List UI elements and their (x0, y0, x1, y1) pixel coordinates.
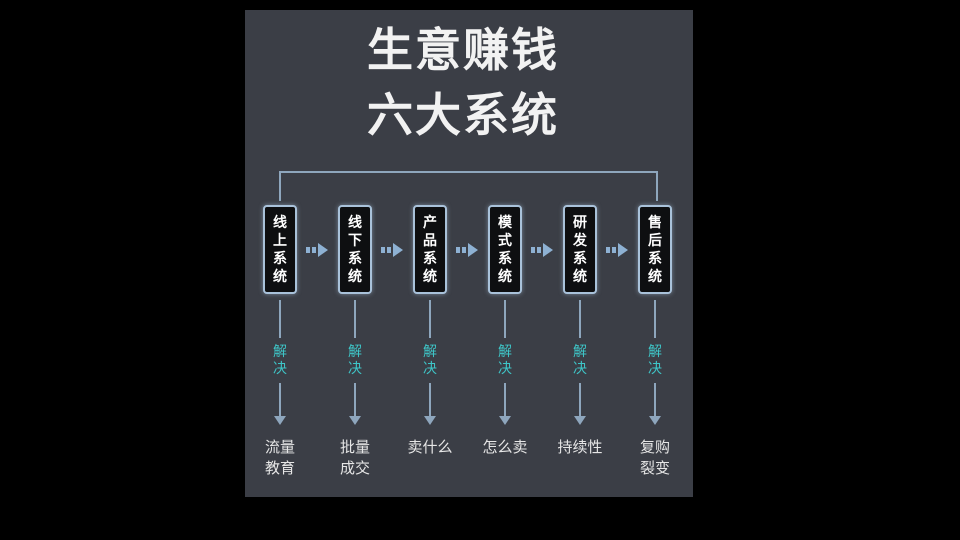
result-line: 怎么卖 (482, 438, 528, 456)
result-line: 成交 (339, 459, 370, 477)
connector-line-bottom (429, 383, 431, 418)
result-text: 批量 成交 (325, 437, 385, 479)
system-box: 线下系统 (338, 205, 372, 294)
right-arrow-icon (381, 243, 403, 257)
system-column-rnd: 研发系统 解决 持续性 (550, 10, 610, 497)
right-arrow-icon (456, 243, 478, 257)
system-box: 模式系统 (488, 205, 522, 294)
result-text: 持续性 (550, 437, 610, 458)
down-arrow-icon (574, 416, 586, 425)
result-text: 复购 裂变 (625, 437, 685, 479)
system-box: 售后系统 (638, 205, 672, 294)
down-arrow-icon (349, 416, 361, 425)
connector-line-top (279, 300, 281, 338)
connector-line-bottom (354, 383, 356, 418)
connector-label: 解决 (573, 344, 587, 377)
infographic-panel: 生意赚钱 六大系统 线上系统 解决 流量 教育 线下系统 解决 批量 成交 (245, 10, 693, 497)
system-box: 线上系统 (263, 205, 297, 294)
bracket-top-line (279, 171, 658, 173)
system-label: 研发系统 (573, 214, 587, 285)
connector-line-bottom (654, 383, 656, 418)
connector-label: 解决 (423, 344, 437, 377)
result-text: 流量 教育 (250, 437, 310, 479)
connector-line-bottom (504, 383, 506, 418)
system-label: 线下系统 (348, 214, 362, 285)
down-arrow-icon (274, 416, 286, 425)
system-column-offline: 线下系统 解决 批量 成交 (325, 10, 385, 497)
system-column-product: 产品系统 解决 卖什么 (400, 10, 460, 497)
system-column-after-sales: 售后系统 解决 复购 裂变 (625, 10, 685, 497)
system-box: 研发系统 (563, 205, 597, 294)
connector-label: 解决 (648, 344, 662, 377)
system-label: 线上系统 (273, 214, 287, 285)
result-text: 怎么卖 (475, 437, 535, 458)
right-arrow-icon (306, 243, 328, 257)
down-arrow-icon (499, 416, 511, 425)
bracket-left-leg (279, 171, 281, 201)
result-text: 卖什么 (400, 437, 460, 458)
bracket-right-leg (656, 171, 658, 201)
system-column-online: 线上系统 解决 流量 教育 (250, 10, 310, 497)
system-label: 产品系统 (423, 214, 437, 285)
connector-label: 解决 (273, 344, 287, 377)
system-column-model: 模式系统 解决 怎么卖 (475, 10, 535, 497)
system-label: 模式系统 (498, 214, 512, 285)
right-arrow-icon (531, 243, 553, 257)
connector-label: 解决 (348, 344, 362, 377)
connector-line-top (504, 300, 506, 338)
down-arrow-icon (424, 416, 436, 425)
result-line: 裂变 (639, 459, 670, 477)
title-line-1: 生意赚钱 (367, 23, 559, 77)
result-line: 流量 (264, 438, 295, 456)
connector-line-bottom (279, 383, 281, 418)
title-line-2: 六大系统 (367, 88, 559, 142)
connector-label: 解决 (498, 344, 512, 377)
result-line: 卖什么 (407, 438, 453, 456)
connector-line-top (354, 300, 356, 338)
system-label: 售后系统 (648, 214, 662, 285)
result-line: 教育 (264, 459, 295, 477)
result-line: 批量 (339, 438, 370, 456)
right-arrow-icon (606, 243, 628, 257)
result-line: 复购 (639, 438, 670, 456)
connector-line-bottom (579, 383, 581, 418)
result-line: 持续性 (557, 438, 603, 456)
down-arrow-icon (649, 416, 661, 425)
system-box: 产品系统 (413, 205, 447, 294)
connector-line-top (654, 300, 656, 338)
connector-line-top (579, 300, 581, 338)
connector-line-top (429, 300, 431, 338)
